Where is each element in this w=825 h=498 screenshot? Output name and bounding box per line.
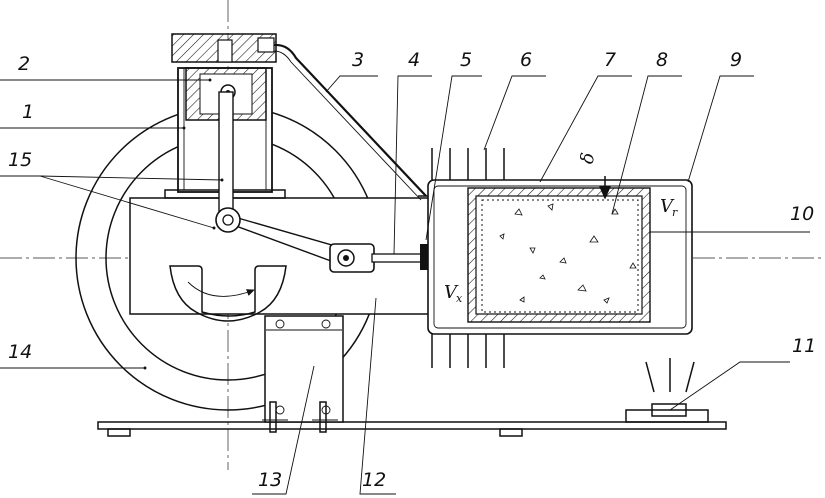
- callout-5: 5: [460, 49, 472, 71]
- vr-subscript: r: [672, 206, 678, 219]
- callout-2: 2: [18, 53, 30, 75]
- callout-11: 11: [792, 335, 816, 357]
- heat-chamber: [427, 176, 693, 335]
- callout-labels: 2 1 15 14 3 4 5 6 7 8 9 10 11 12 13: [8, 49, 816, 491]
- support-stand: [262, 315, 344, 433]
- callout-4: 4: [408, 49, 420, 71]
- connecting-rods: [215, 91, 375, 273]
- callout-1: 1: [22, 101, 34, 123]
- callout-13: 13: [258, 469, 282, 491]
- heat-source: [625, 358, 709, 423]
- callout-6: 6: [520, 49, 532, 71]
- vx-symbol: V: [444, 282, 459, 303]
- callout-9: 9: [730, 49, 742, 71]
- callout-14: 14: [8, 341, 32, 363]
- leader-lines: [0, 75, 810, 495]
- gap-delta-symbol: δ: [577, 151, 600, 165]
- vr-symbol: V: [660, 196, 675, 217]
- callout-12: 12: [362, 469, 386, 491]
- volume-symbols: V x V r δ: [444, 151, 678, 305]
- vx-subscript: x: [456, 292, 463, 305]
- callout-7: 7: [604, 49, 616, 71]
- base-plate: [97, 421, 727, 437]
- callout-15: 15: [8, 149, 32, 171]
- callout-8: 8: [656, 49, 668, 71]
- callout-10: 10: [790, 203, 814, 225]
- cooling-fins: [431, 148, 505, 368]
- regenerator-fill: [499, 203, 637, 304]
- callout-3: 3: [352, 49, 364, 71]
